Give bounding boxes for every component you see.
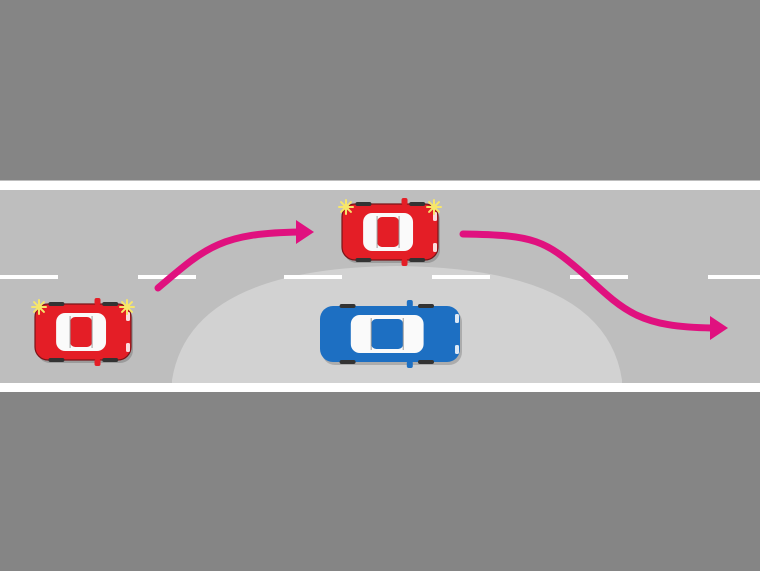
verge-top	[0, 0, 760, 180]
car-mirror	[406, 300, 413, 307]
indicator-light	[431, 204, 437, 210]
car-wheel	[418, 360, 434, 364]
car-wheel	[339, 360, 356, 364]
car-wheel	[409, 202, 426, 206]
verge-bottom	[0, 392, 760, 571]
car-roof	[371, 319, 404, 349]
car-wheel	[409, 258, 426, 262]
merge-back-arrow	[459, 230, 728, 340]
indicator-light	[124, 304, 130, 310]
indicator-flash-icon	[338, 199, 354, 215]
indicator-light	[36, 304, 42, 310]
car-headlight	[455, 314, 459, 323]
overtaking-car-passing	[338, 198, 442, 266]
car-headlight	[126, 343, 130, 352]
car-mirror	[406, 361, 413, 368]
road-edge-line-bottom	[0, 383, 760, 392]
pull-out-arrow	[154, 220, 314, 292]
car-mirror	[401, 259, 408, 266]
car-headlight	[433, 243, 437, 252]
car-wheel	[355, 202, 372, 206]
car-roof	[70, 317, 93, 347]
arrow-right-icon	[296, 220, 314, 244]
car-headlight	[455, 345, 459, 354]
indicator-flash-icon	[31, 299, 47, 315]
overtaking-car-start	[31, 298, 135, 366]
car-roof	[377, 217, 400, 247]
car-wheel	[102, 358, 119, 362]
car-wheel	[48, 358, 65, 362]
indicator-flash-icon	[119, 299, 135, 315]
road-edge-line-top	[0, 181, 760, 190]
car-mirror	[94, 359, 101, 366]
car-wheel	[102, 302, 119, 306]
overtaken-car	[320, 300, 462, 368]
arrow-right-icon	[710, 316, 728, 340]
car-mirror	[94, 298, 101, 305]
car-wheel	[418, 304, 434, 308]
indicator-light	[343, 204, 349, 210]
car-wheel	[48, 302, 65, 306]
car-mirror	[401, 198, 408, 205]
car-wheel	[339, 304, 356, 308]
indicator-flash-icon	[426, 199, 442, 215]
car-wheel	[355, 258, 372, 262]
